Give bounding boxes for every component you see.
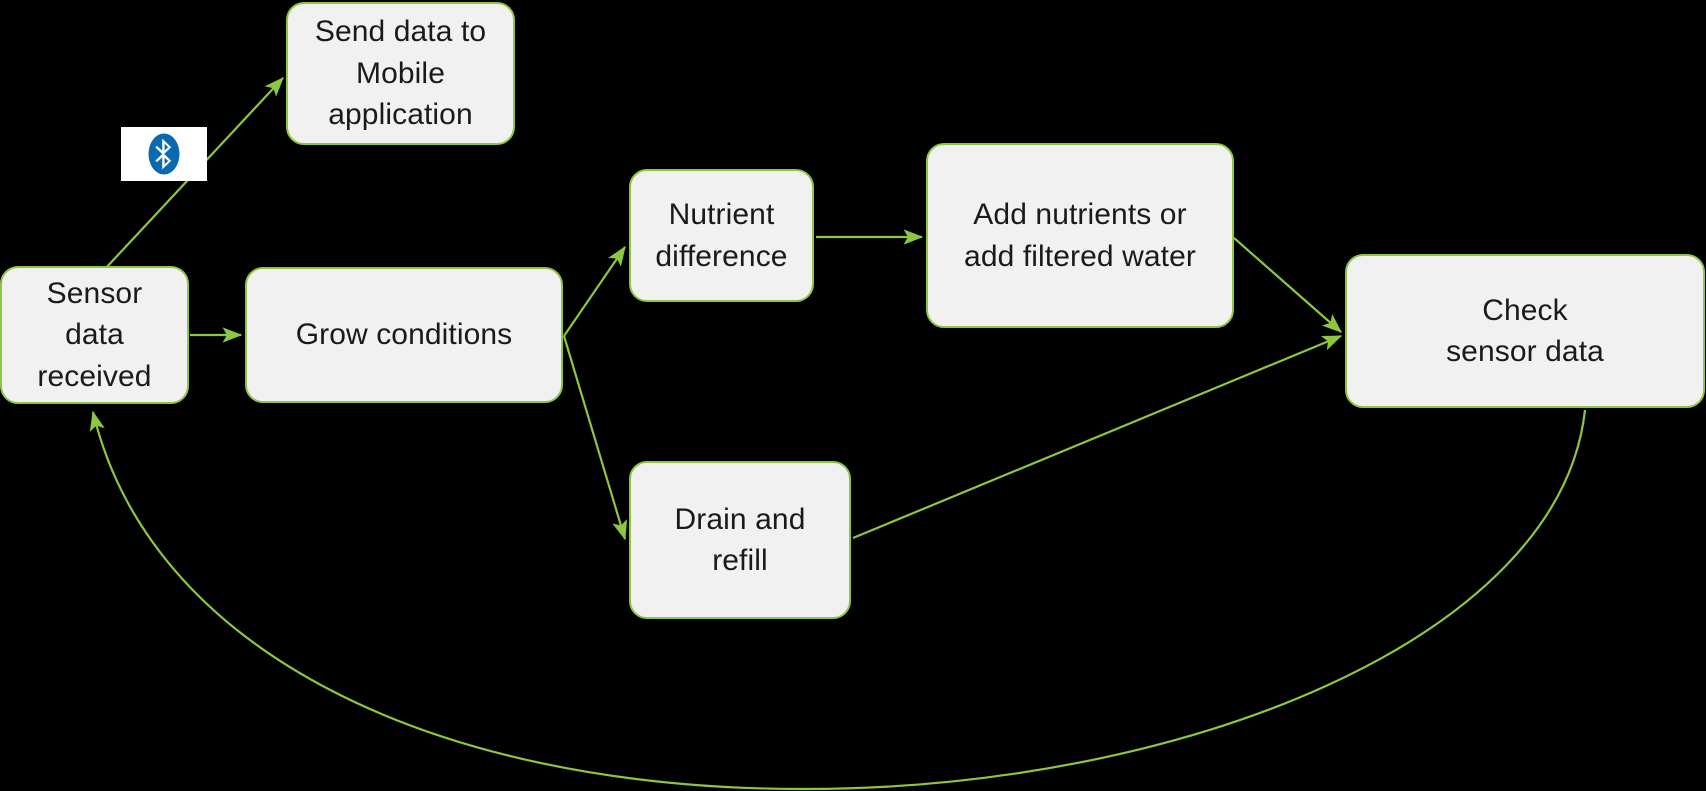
node-grow-conditions[interactable]: Grow conditions <box>245 267 563 403</box>
node-label: Grow conditions <box>295 318 513 352</box>
node-label: Nutrient difference <box>655 198 788 273</box>
node-label: Sensor data received <box>37 276 152 393</box>
node-label: Add nutrients or add filtered water <box>964 198 1196 273</box>
node-sensor-data-received[interactable]: Sensor data received <box>0 266 189 404</box>
node-send-data-to-mobile-application[interactable]: Send data to Mobile application <box>286 2 515 145</box>
node-label: Drain and refill <box>674 502 806 577</box>
node-add-nutrients-or-add-filtered-water[interactable]: Add nutrients or add filtered water <box>926 143 1234 328</box>
edge-add-to-check <box>1233 237 1342 333</box>
bluetooth-icon <box>121 127 207 181</box>
node-label: Send data to Mobile application <box>314 15 487 132</box>
edge-grow-to-nutrient <box>563 245 626 337</box>
bluetooth-glyph <box>148 133 180 175</box>
edge-grow-to-drain <box>562 335 628 541</box>
edge-drain-to-check <box>852 334 1343 540</box>
node-label: Check sensor data <box>1446 293 1604 368</box>
node-check-sensor-data[interactable]: Check sensor data <box>1345 254 1705 408</box>
node-drain-and-refill[interactable]: Drain and refill <box>629 461 851 619</box>
node-nutrient-difference[interactable]: Nutrient difference <box>629 169 814 302</box>
